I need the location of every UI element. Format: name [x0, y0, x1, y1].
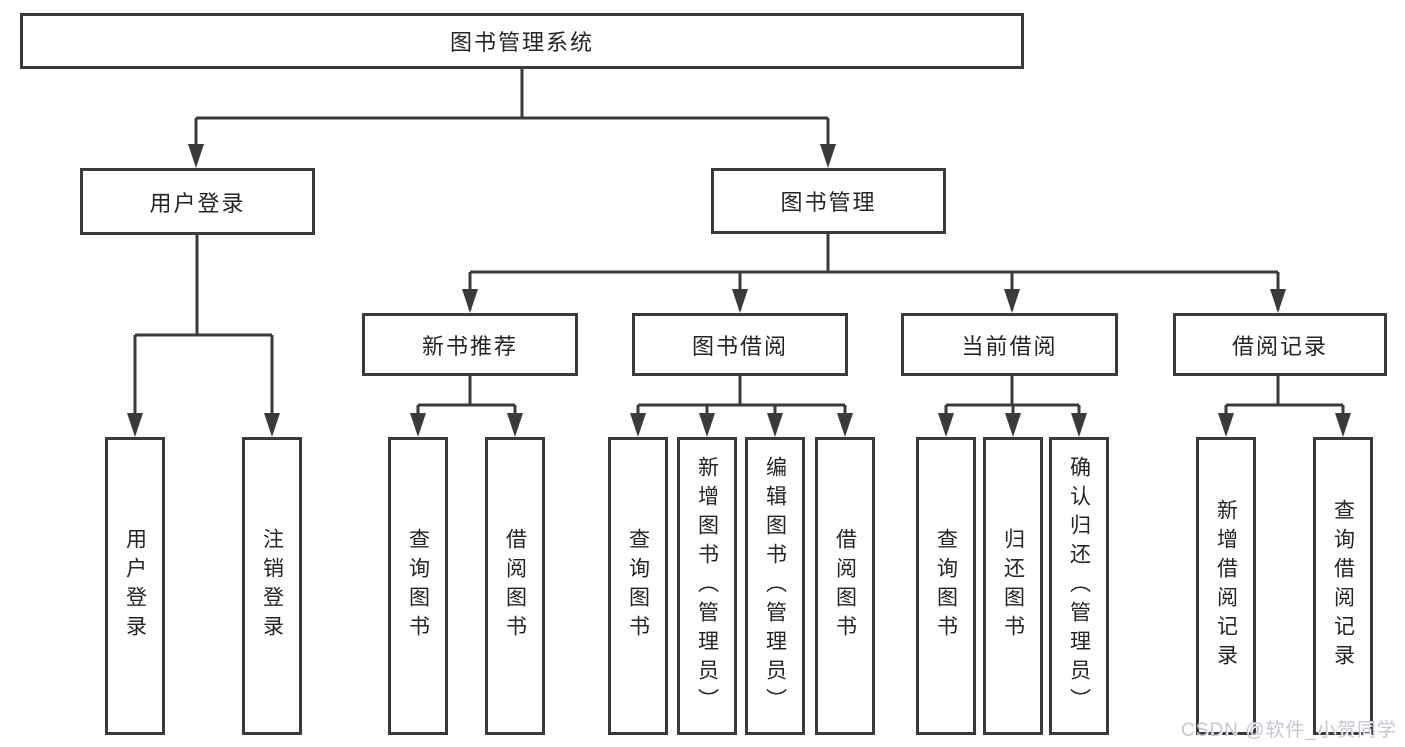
- leaf-query-book-3-label: 查询图书: [934, 528, 958, 644]
- leaf-borrow-book-2: 借阅图书: [815, 437, 875, 735]
- node-root-label: 图书管理系统: [449, 30, 594, 55]
- arrowhead-icon: [1335, 413, 1351, 437]
- arrowhead-icon: [410, 413, 426, 437]
- arrowhead-icon: [462, 289, 478, 313]
- arrowhead-icon: [699, 413, 715, 437]
- leaf-logout-label: 注销登录: [260, 528, 284, 644]
- leaf-add-record: 新增借阅记录: [1196, 437, 1256, 735]
- arrowhead-icon: [767, 413, 783, 437]
- connector-current-borrow-to-leaves: [938, 376, 1087, 437]
- node-borrow-records: 借阅记录: [1173, 313, 1387, 376]
- leaf-user-login: 用户登录: [105, 437, 165, 735]
- leaf-logout: 注销登录: [242, 437, 302, 735]
- node-new-book-rec-label: 新书推荐: [421, 333, 518, 359]
- leaf-return-book: 归还图书: [983, 437, 1043, 735]
- arrowhead-icon: [507, 413, 523, 437]
- leaf-query-book-2-label: 查询图书: [626, 528, 650, 644]
- leaf-query-book-1-label: 查询图书: [406, 528, 430, 644]
- arrowhead-icon: [1071, 413, 1087, 437]
- leaf-borrow-book-1-label: 借阅图书: [503, 528, 527, 644]
- arrowhead-icon: [1270, 289, 1286, 313]
- leaf-return-book-label: 归还图书: [1001, 528, 1025, 644]
- node-user-login-label: 用户登录: [149, 190, 246, 216]
- leaf-borrow-book-2-label: 借阅图书: [833, 528, 857, 644]
- node-root: 图书管理系统: [20, 13, 1024, 69]
- leaf-query-book-3: 查询图书: [916, 437, 976, 735]
- connector-borrow-records-to-leaves: [1218, 376, 1351, 437]
- leaf-edit-book-label: 编辑图书（管理员）: [763, 455, 787, 717]
- arrowhead-icon: [837, 413, 853, 437]
- connector-book-mgmt-to-level3: [462, 234, 1286, 313]
- leaf-add-record-label: 新增借阅记录: [1214, 499, 1238, 673]
- leaf-add-book-label: 新增图书（管理员）: [695, 455, 719, 717]
- node-book-borrow-label: 图书借阅: [691, 333, 788, 359]
- arrowhead-icon: [630, 413, 646, 437]
- node-new-book-rec: 新书推荐: [362, 313, 578, 376]
- node-user-login: 用户登录: [80, 168, 315, 235]
- node-current-borrow: 当前借阅: [901, 313, 1118, 376]
- arrowhead-icon: [127, 413, 143, 437]
- leaf-query-record-label: 查询借阅记录: [1331, 499, 1355, 673]
- connector-new-book-rec-to-leaves: [410, 376, 523, 437]
- node-book-borrow: 图书借阅: [632, 313, 848, 376]
- arrowhead-icon: [1218, 413, 1234, 437]
- node-book-mgmt: 图书管理: [711, 168, 946, 234]
- leaf-edit-book: 编辑图书（管理员）: [745, 437, 805, 735]
- connector-book-borrow-to-leaves: [630, 376, 853, 437]
- arrowhead-icon: [820, 144, 836, 168]
- leaf-add-book: 新增图书（管理员）: [677, 437, 737, 735]
- node-book-mgmt-label: 图书管理: [780, 190, 877, 215]
- leaf-confirm-return-label: 确认归还（管理员）: [1067, 455, 1091, 717]
- arrowhead-icon: [1005, 413, 1021, 437]
- connector-root-to-level2: [188, 69, 836, 168]
- leaf-borrow-book-1: 借阅图书: [485, 437, 545, 735]
- arrowhead-icon: [1004, 289, 1020, 313]
- arrowhead-icon: [938, 413, 954, 437]
- csdn-watermark: CSDN @软件_小贺同学: [1181, 720, 1397, 741]
- arrowhead-icon: [732, 289, 748, 313]
- leaf-query-book-1: 查询图书: [388, 437, 448, 735]
- leaf-query-record: 查询借阅记录: [1313, 437, 1373, 735]
- leaf-query-book-2: 查询图书: [608, 437, 668, 735]
- node-current-borrow-label: 当前借阅: [961, 333, 1058, 359]
- arrowhead-icon: [264, 413, 280, 437]
- node-borrow-records-label: 借阅记录: [1231, 333, 1328, 359]
- connector-user-login-to-leaves: [127, 235, 280, 437]
- leaf-confirm-return: 确认归还（管理员）: [1049, 437, 1109, 735]
- leaf-user-login-label: 用户登录: [123, 528, 147, 644]
- arrowhead-icon: [188, 144, 204, 168]
